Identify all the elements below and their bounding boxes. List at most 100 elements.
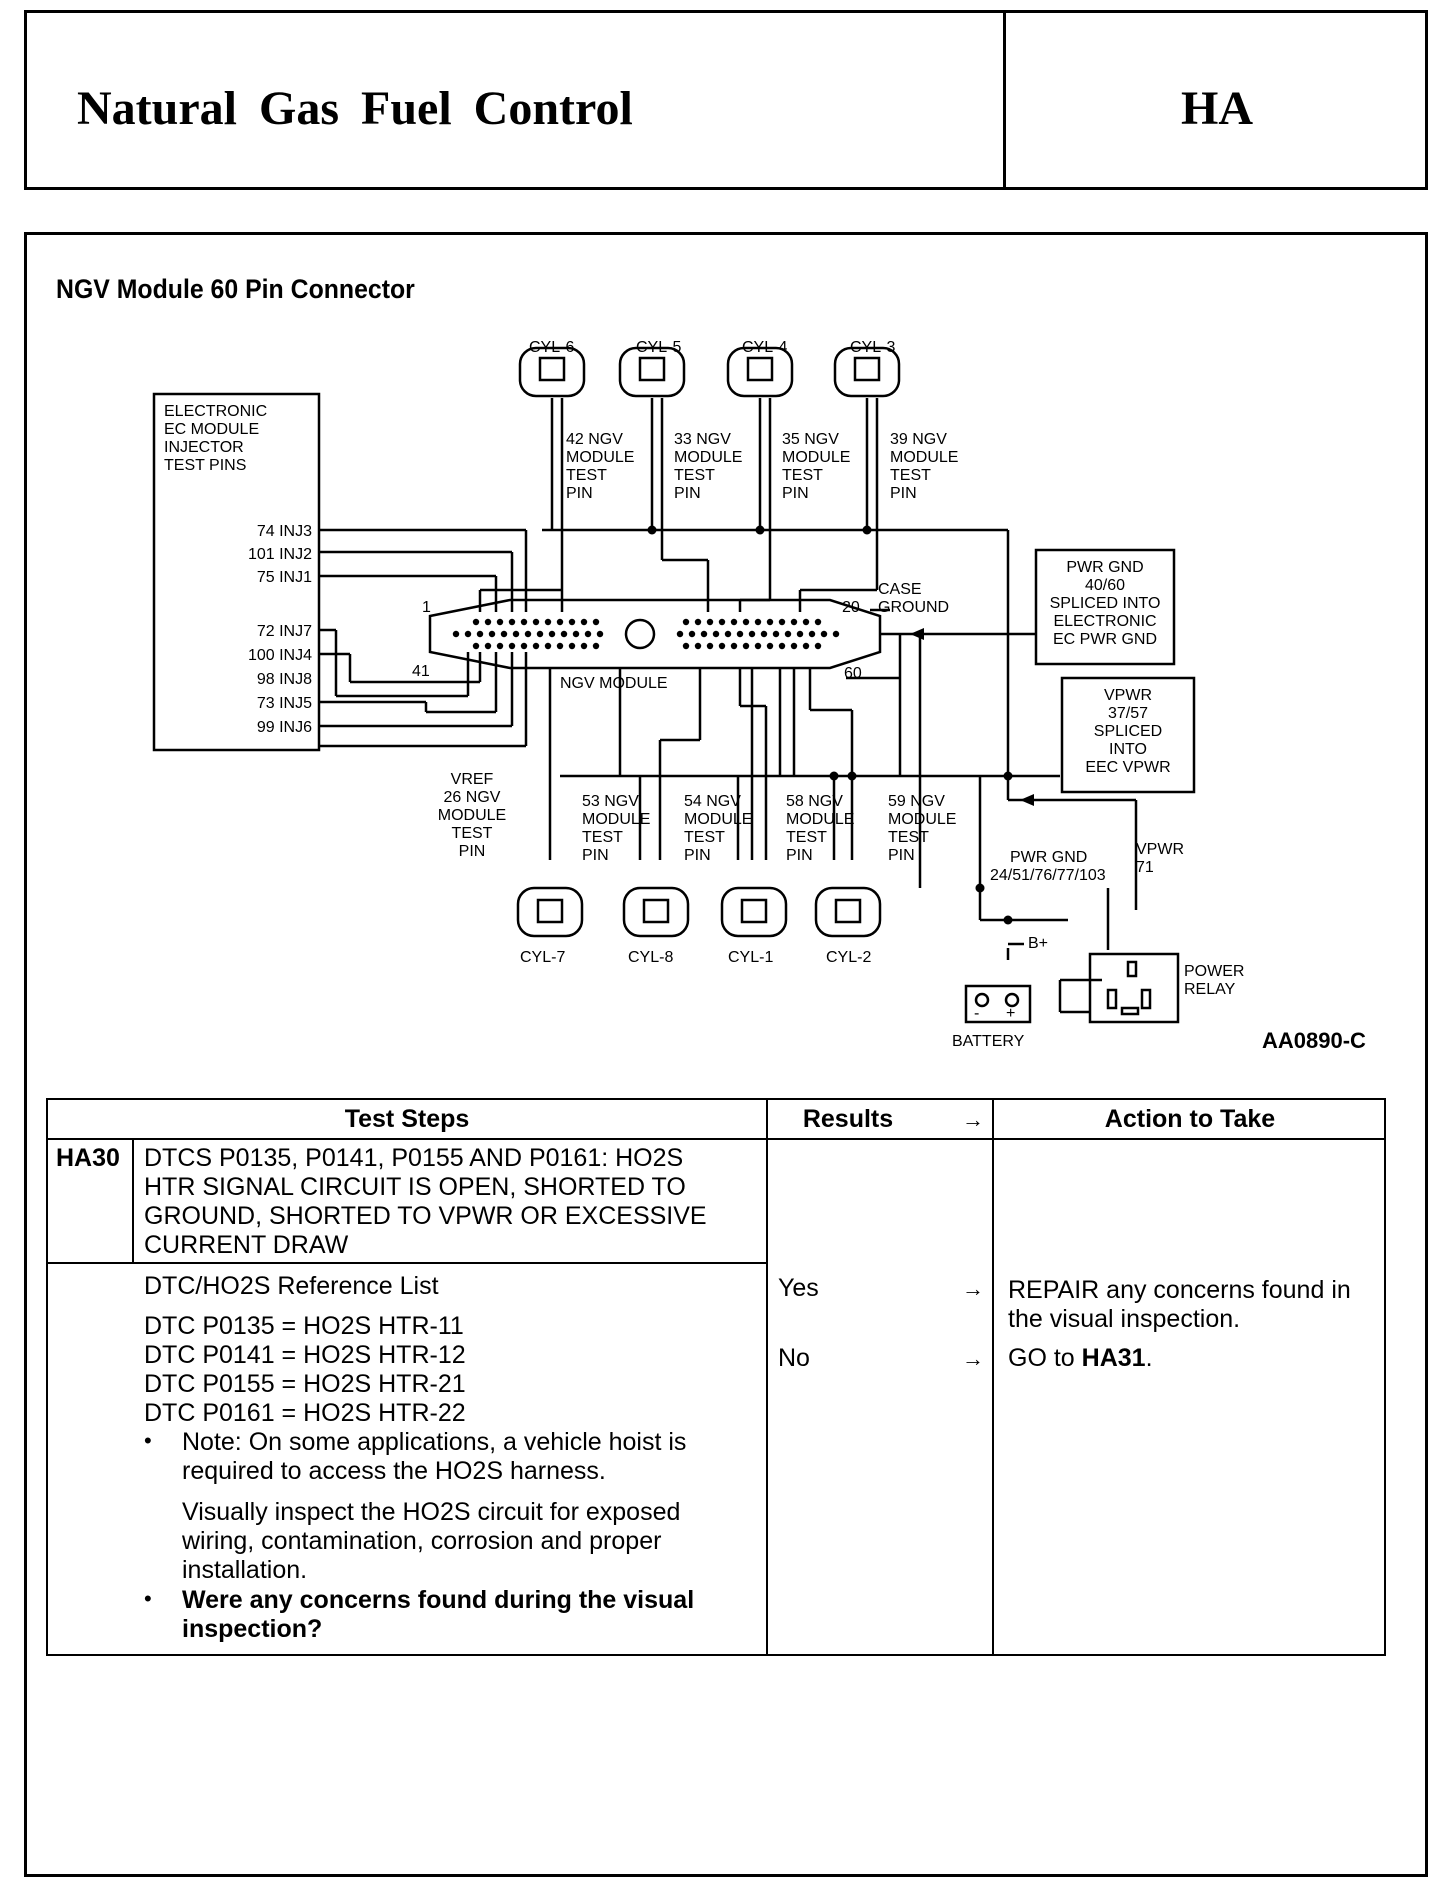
inj-label: 72 INJ7	[257, 623, 312, 640]
inj-label: 74 INJ3	[257, 523, 312, 540]
test-pin-label: 33 NGV	[674, 431, 731, 448]
test-pin-label: 35 NGV	[782, 431, 839, 448]
cyl-label: CYL-5	[636, 340, 681, 356]
test-pin-label: 59 NGV	[888, 793, 945, 810]
pin-60-label: 60	[844, 665, 862, 682]
power-relay-line-2: RELAY	[1184, 981, 1236, 998]
column-divider	[992, 1100, 994, 1654]
test-pin-suffix: PIN	[582, 847, 609, 864]
result-yes: Yes	[778, 1274, 819, 1302]
inj-label: 101 INJ2	[248, 546, 312, 563]
result-no: No	[778, 1344, 810, 1372]
cyl-connector-bottom-2	[622, 886, 690, 938]
inj-label: 98 INJ8	[257, 671, 312, 688]
test-pin-label: 42 NGV	[566, 431, 623, 448]
reference-item: DTC P0141 = HO2S HTR-12	[144, 1341, 466, 1369]
test-pin-suffix: PIN	[782, 485, 809, 502]
step-title: DTCS P0135, P0141, P0155 AND P0161: HO2S…	[144, 1144, 707, 1259]
pwr-gnd-box-line: SPLICED INTO	[1050, 595, 1161, 612]
test-pin-suffix: MODULE	[786, 811, 854, 828]
test-pin-suffix: MODULE	[582, 811, 650, 828]
test-pin-suffix: TEST	[786, 829, 827, 846]
cyl-connector-top-3	[726, 346, 794, 398]
pwr-gnd-pins: 24/51/76/77/103	[990, 867, 1106, 884]
vref-line: 26 NGV	[444, 789, 501, 806]
vpwr-pin: 71	[1136, 859, 1154, 876]
reference-list: DTC P0135 = HO2S HTR-11 DTC P0141 = HO2S…	[144, 1312, 466, 1428]
cyl-label: CYL-4	[742, 340, 787, 356]
cyl-connector-top-4	[833, 346, 901, 398]
vpwr-box-line: VPWR	[1104, 687, 1152, 704]
test-pin-suffix: TEST	[582, 829, 623, 846]
battery-label: BATTERY	[952, 1033, 1025, 1050]
bullet-icon: •	[144, 1586, 152, 1611]
wiring-diagram: ELECTRONIC EC MODULE INJECTOR TEST PINS …	[152, 340, 1244, 1050]
header-action: Action to Take	[1104, 1105, 1276, 1133]
ec-box-line-3: INJECTOR	[164, 439, 244, 456]
cyl-connector-bottom-4	[814, 886, 882, 938]
vpwr-box-line: SPLICED	[1094, 723, 1162, 740]
vpwr-label: VPWR	[1136, 841, 1184, 858]
reference-item: DTC P0135 = HO2S HTR-11	[144, 1312, 464, 1340]
test-pin-suffix: PIN	[888, 847, 915, 864]
inj-label: 100 INJ4	[248, 647, 312, 664]
step-id-divider	[132, 1138, 134, 1262]
pwr-gnd-box-line: EC PWR GND	[1053, 631, 1157, 648]
cyl-label: CYL-2	[826, 949, 871, 966]
pwr-gnd-label: PWR GND	[1010, 849, 1087, 866]
vpwr-box-line: 37/57	[1108, 705, 1148, 722]
cyl-connector-bottom-1	[516, 886, 584, 938]
diagram-title: NGV Module 60 Pin Connector	[56, 274, 415, 304]
result-arrow: →	[962, 1276, 984, 1301]
test-pin-suffix: PIN	[566, 485, 593, 502]
test-pin-suffix: MODULE	[674, 449, 742, 466]
test-pin-suffix: TEST	[684, 829, 725, 846]
page-header: Natural Gas Fuel Control HA	[24, 10, 1428, 190]
result-arrow: →	[962, 1346, 984, 1371]
test-pin-suffix: MODULE	[566, 449, 634, 466]
case-ground-line-1: CASE	[878, 581, 922, 598]
pin-1-label: 1	[422, 599, 431, 616]
content-frame	[24, 232, 1428, 1877]
header-results: Results	[802, 1105, 894, 1133]
test-pin-suffix: TEST	[566, 467, 607, 484]
action-no: GO to HA31.	[1008, 1344, 1153, 1372]
header-arrow: →	[962, 1107, 984, 1132]
pin-41-label: 41	[412, 663, 430, 680]
reference-list-title: DTC/HO2S Reference List	[144, 1272, 439, 1300]
cyl-label: CYL-3	[850, 340, 895, 356]
test-pin-suffix: MODULE	[890, 449, 958, 466]
module-label: NGV MODULE	[560, 675, 668, 692]
test-steps-table: Test Steps Results → Action to Take HA30…	[46, 1098, 1386, 1656]
b-plus-label: B+	[1028, 935, 1048, 952]
page-title: Natural Gas Fuel Control	[77, 82, 633, 135]
case-ground-line-2: GROUND	[878, 599, 949, 616]
inspect-text: Visually inspect the HO2S circuit for ex…	[182, 1498, 681, 1584]
test-pin-suffix: PIN	[674, 485, 701, 502]
test-pin-suffix: TEST	[782, 467, 823, 484]
pwr-gnd-box-line: 40/60	[1085, 577, 1125, 594]
figure-code: AA0890-C	[1262, 1028, 1366, 1053]
note-text: Note: On some applications, a vehicle ho…	[182, 1428, 687, 1485]
test-pin-suffix: TEST	[890, 467, 931, 484]
column-divider	[766, 1100, 768, 1654]
vref-line: PIN	[459, 843, 486, 860]
test-pin-suffix: PIN	[786, 847, 813, 864]
ec-box-line-2: EC MODULE	[164, 421, 259, 438]
cyl-label: CYL-8	[628, 949, 673, 966]
cyl-connector-top-2	[618, 346, 686, 398]
header-test-steps: Test Steps	[344, 1105, 470, 1133]
battery-pos-terminal: +	[1006, 1005, 1015, 1022]
test-pin-suffix: PIN	[890, 485, 917, 502]
test-pin-label: 53 NGV	[582, 793, 639, 810]
inj-label: 73 INJ5	[257, 695, 312, 712]
test-pin-suffix: MODULE	[684, 811, 752, 828]
vref-line: MODULE	[438, 807, 506, 824]
vpwr-box-line: INTO	[1109, 741, 1147, 758]
test-pin-label: 58 NGV	[786, 793, 843, 810]
pwr-gnd-box-line: ELECTRONIC	[1053, 613, 1156, 630]
inj-label: 99 INJ6	[257, 719, 312, 736]
action-yes: REPAIR any concerns found in the visual …	[1008, 1276, 1351, 1333]
step-id: HA30	[56, 1144, 120, 1172]
section-code: HA	[1181, 82, 1253, 135]
